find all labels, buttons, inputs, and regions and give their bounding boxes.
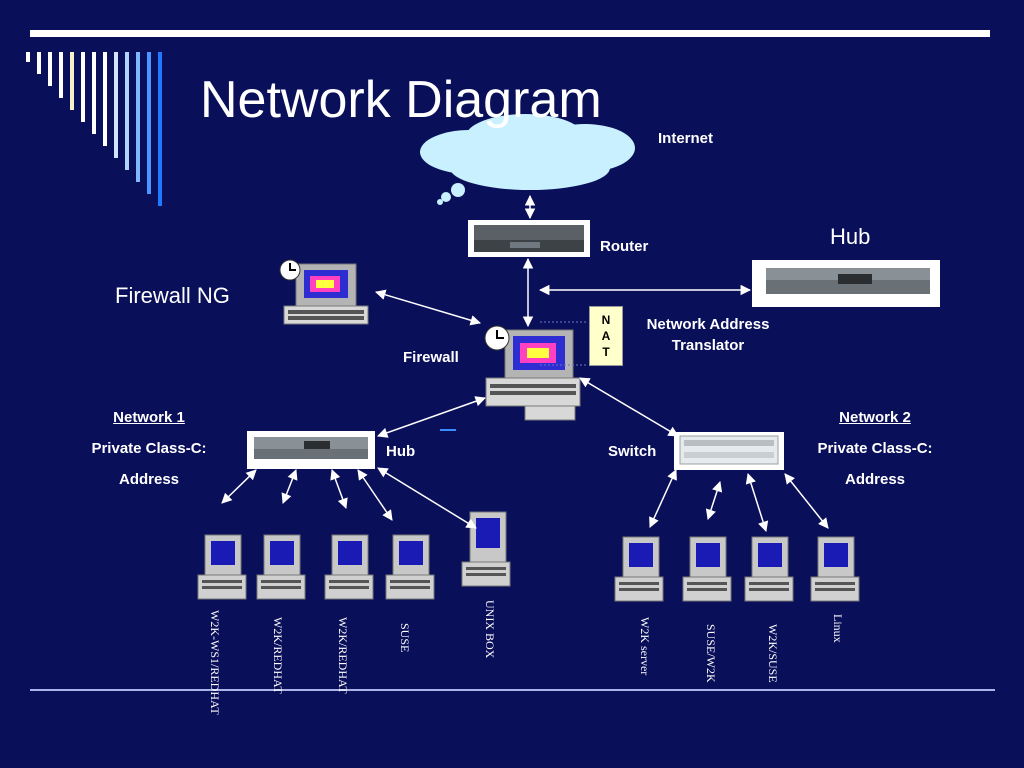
- network-1-name: Network 1: [113, 409, 185, 426]
- nat-box: N A T: [589, 306, 623, 366]
- link-fwng-firewall: [374, 289, 482, 326]
- client-label-9: Linux: [831, 614, 845, 643]
- network-2-line3: Address: [844, 471, 906, 488]
- client-label-1: W2K-WS1/REDHAT: [208, 610, 222, 715]
- link-hub-client-1: [221, 469, 257, 504]
- bottom-rule: [30, 689, 995, 691]
- link-hub-client-3: [330, 469, 348, 509]
- network-1-block: Network 1 Private Class-C: Address: [74, 402, 224, 495]
- client-computer-5-icon: [461, 511, 511, 587]
- internet-cloud-icon: [420, 114, 635, 205]
- client-computer-4-icon: [385, 534, 435, 600]
- hub-left-icon: [247, 431, 375, 469]
- router-icon: [468, 220, 590, 257]
- link-hub-client-2: [281, 469, 298, 504]
- client-computer-3-icon: [324, 534, 374, 600]
- hub-top-label: Hub: [830, 224, 871, 249]
- link-firewall-hub-left: [377, 396, 486, 438]
- nat-description: Network Address Translator: [630, 314, 786, 356]
- nat-desc-line1: Network Address: [646, 316, 770, 333]
- switch-icon: [674, 432, 784, 470]
- link-switch-client-6: [649, 469, 677, 528]
- decorative-bars: [26, 52, 162, 206]
- client-computer-7-icon: [682, 536, 732, 602]
- nat-letter-t: T: [602, 345, 610, 359]
- firewall-ng-computer-icon: [279, 259, 369, 325]
- client-computer-2-icon: [256, 534, 306, 600]
- client-label-4: SUSE: [398, 623, 412, 653]
- client-computer-9-icon: [810, 536, 860, 602]
- link-switch-client-9: [784, 473, 829, 529]
- client-label-8: W2K/SUSE: [766, 624, 780, 683]
- client-label-3: W2K/REDHAT: [336, 617, 350, 694]
- internet-label: Internet: [658, 130, 714, 147]
- nat-desc-line2: Translator: [671, 337, 745, 354]
- nat-letter-a: A: [601, 329, 611, 343]
- client-label-5: UNIX BOX: [483, 600, 497, 659]
- hub-left-label: Hub: [386, 443, 416, 460]
- client-label-7: SUSE/W2K: [704, 624, 718, 683]
- firewall-ng-label: Firewall NG: [115, 283, 230, 308]
- nat-letter-n: N: [601, 313, 611, 327]
- client-computer-1-icon: [197, 534, 247, 600]
- switch-label: Switch: [608, 443, 657, 460]
- link-switch-client-8: [745, 472, 769, 533]
- client-computer-8-icon: [744, 536, 794, 602]
- network-2-block: Network 2 Private Class-C: Address: [800, 402, 950, 495]
- page-title: Network Diagram: [200, 71, 602, 129]
- network-1-line2: Private Class-C:: [91, 440, 207, 457]
- link-firewall-switch: [579, 377, 679, 437]
- hub-top-icon: [752, 260, 940, 307]
- link-switch-client-7: [705, 481, 723, 520]
- router-label: Router: [600, 238, 649, 255]
- network-2-name: Network 2: [839, 409, 911, 426]
- client-label-6: W2K server: [638, 617, 652, 676]
- top-rule: [30, 30, 990, 37]
- firewall-label: Firewall: [403, 349, 459, 366]
- link-hub-client-4: [357, 469, 393, 521]
- client-label-2: W2K/REDHAT: [271, 617, 285, 694]
- link-hub-client-5: [377, 467, 477, 529]
- firewall-computer-icon: [484, 325, 581, 421]
- network-1-line3: Address: [118, 471, 180, 488]
- cursor-mark: [440, 429, 456, 431]
- connections: [221, 194, 829, 533]
- client-computer-6-icon: [614, 536, 664, 602]
- network-2-line2: Private Class-C:: [817, 440, 933, 457]
